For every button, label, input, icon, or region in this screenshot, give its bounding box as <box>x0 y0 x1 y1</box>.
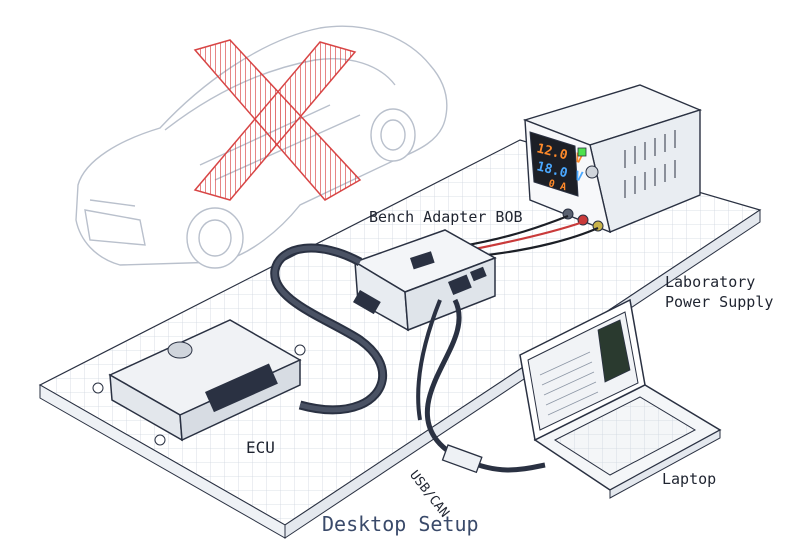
bench-adapter-box <box>353 229 497 332</box>
power-leads <box>461 214 599 258</box>
ecu-harness-cable <box>270 243 388 415</box>
ecu-unit <box>92 319 306 446</box>
psu-reading-current: 0 A <box>547 178 567 193</box>
power-supply: 12.0 V 18.0 V 0 A <box>522 84 703 234</box>
usb-can-cable <box>416 298 546 474</box>
label-power-supply: Laboratory Power Supply <box>665 273 774 311</box>
label-bench-adapter: Bench Adapter BOB <box>369 208 523 226</box>
diagram-title: Desktop Setup <box>322 512 479 536</box>
laptop <box>519 298 722 499</box>
label-laptop: Laptop <box>662 470 717 488</box>
label-ecu: ECU <box>246 438 275 457</box>
cross-mark-icon <box>193 39 362 201</box>
